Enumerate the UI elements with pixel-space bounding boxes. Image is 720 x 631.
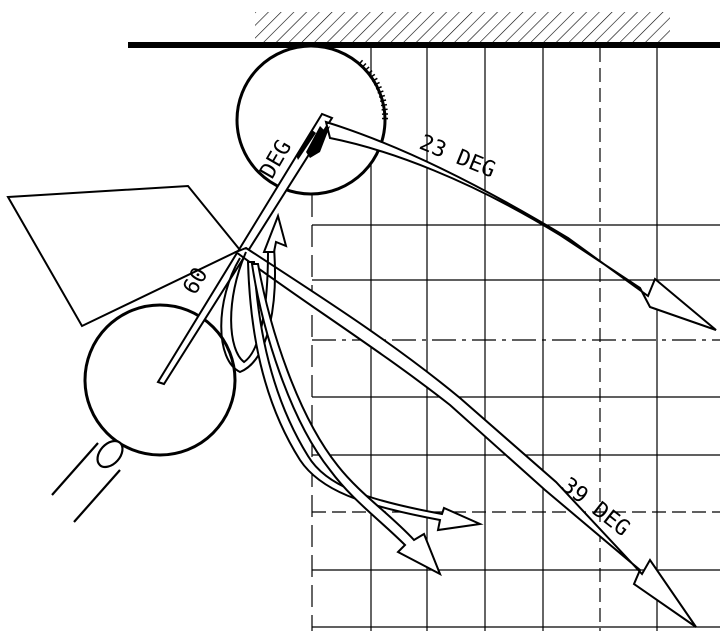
lower-trajectories (246, 261, 484, 577)
nozzle (51, 439, 124, 523)
ground-hatch (255, 12, 670, 43)
trajectory-23 (324, 120, 717, 331)
small-arrow-upper (306, 126, 330, 158)
upper-roller (235, 44, 387, 196)
trajectory-39 (233, 246, 697, 628)
label-23-deg: 23 DEG (416, 130, 499, 183)
small-arrow-upper-2 (296, 130, 316, 160)
upper-roller-hatch (357, 59, 389, 121)
